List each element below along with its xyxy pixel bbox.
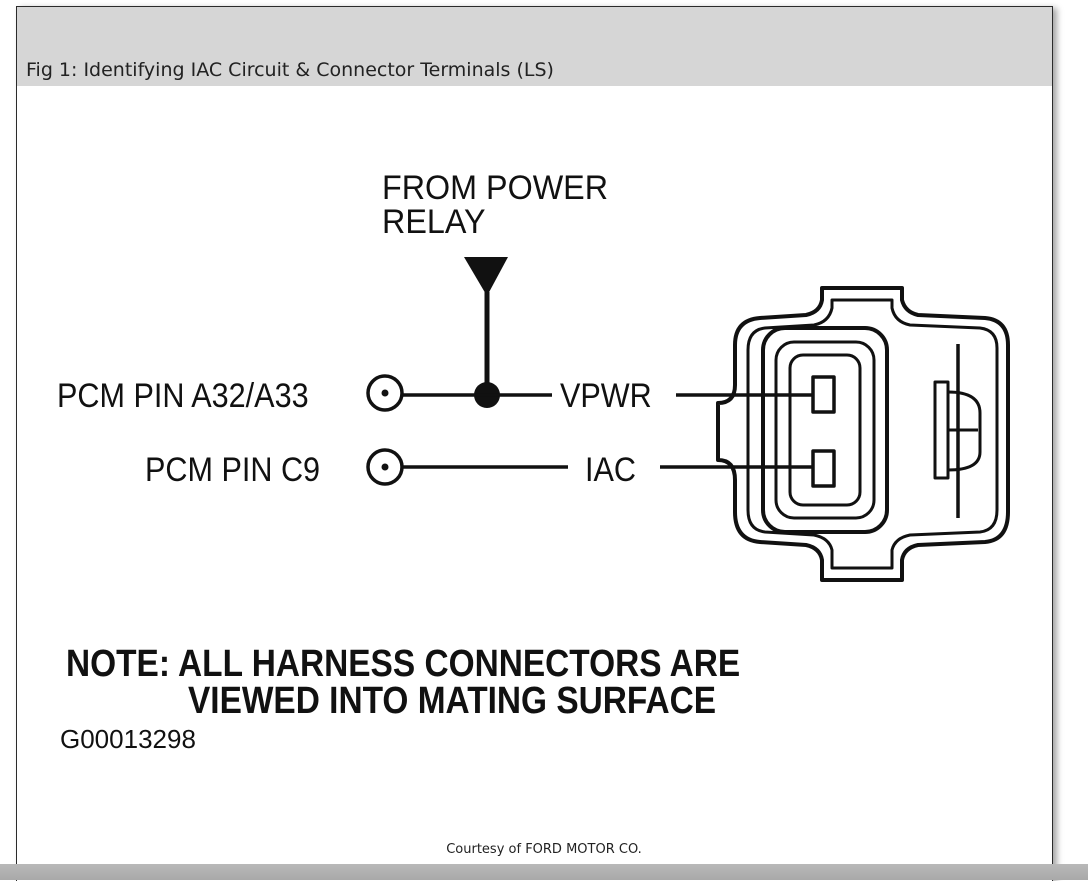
iac-connector-icon xyxy=(716,286,1010,582)
from-power-label-line1: FROM POWER xyxy=(382,169,608,207)
caption-bar: Fig 1: Identifying IAC Circuit & Connect… xyxy=(17,7,1052,86)
iac-label: IAC xyxy=(585,451,636,489)
figure-caption: Fig 1: Identifying IAC Circuit & Connect… xyxy=(26,59,554,81)
bottom-scroll-bar xyxy=(0,864,1088,880)
terminal-c9-icon xyxy=(366,448,404,486)
from-power-label-line2: RELAY xyxy=(382,203,486,241)
power-arrow-icon xyxy=(464,257,508,296)
figure-panel: Fig 1: Identifying IAC Circuit & Connect… xyxy=(16,6,1053,881)
vpwr-label: VPWR xyxy=(560,377,652,415)
note-line2: VIEWED INTO MATING SURFACE xyxy=(188,679,716,721)
pcm-pin-a32-a33-label: PCM PIN A32/A33 xyxy=(57,377,309,415)
figure-code: G00013298 xyxy=(60,724,196,754)
note-line1: NOTE: ALL HARNESS CONNECTORS ARE xyxy=(66,642,740,684)
terminal-a32-a33-icon xyxy=(366,374,404,412)
credit-text: Courtesy of FORD MOTOR CO. xyxy=(446,842,642,857)
pcm-pin-c9-label: PCM PIN C9 xyxy=(145,451,320,489)
